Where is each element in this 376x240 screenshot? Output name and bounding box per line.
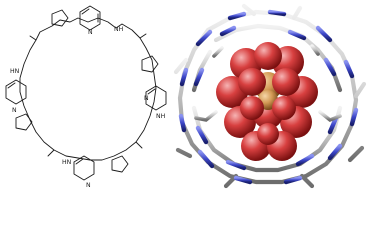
pyridine-ring-bottom: [73, 155, 95, 181]
triazole-ring-left: [15, 113, 33, 131]
n-label-left: N: [12, 107, 17, 114]
chemical-structure-drawing: NH HN NH HN N N N N: [5, 5, 167, 189]
stick-framework-front: [194, 44, 342, 123]
pyridine-ring-left: [5, 79, 27, 105]
triazole-ring-bottom: [111, 155, 129, 173]
hn-label-left: HN: [10, 68, 20, 75]
triazole-ring-top: [51, 9, 69, 27]
nh-label-right: NH: [156, 113, 166, 120]
triazole-ring-right: [141, 55, 159, 73]
double-bond: [81, 8, 90, 15]
nh-label-top: NH: [114, 26, 124, 33]
molecular-model-rendering: [173, 3, 367, 189]
pyridine-ring-top: [79, 5, 101, 31]
guest-sphere-cluster: [216, 42, 318, 161]
carbonyl-bond: [29, 35, 37, 41]
stick-framework-nitrogen: [178, 9, 359, 185]
carbonyl-bond: [135, 141, 143, 149]
figure-canvas: NH HN NH HN N N N N: [5, 3, 367, 189]
pyridine-ring-right: [145, 85, 167, 111]
carbonyl-bond: [47, 149, 55, 157]
hn-label-bottom: HN: [62, 159, 72, 166]
n-label-right: N: [144, 95, 149, 102]
double-bond: [147, 88, 156, 95]
n-label-top: N: [88, 29, 93, 36]
double-bond: [75, 158, 84, 165]
n-label-bottom: N: [86, 182, 91, 189]
macrocycle-backbone: [19, 17, 157, 161]
carbonyl-bond: [139, 33, 147, 39]
double-bond: [7, 82, 16, 89]
